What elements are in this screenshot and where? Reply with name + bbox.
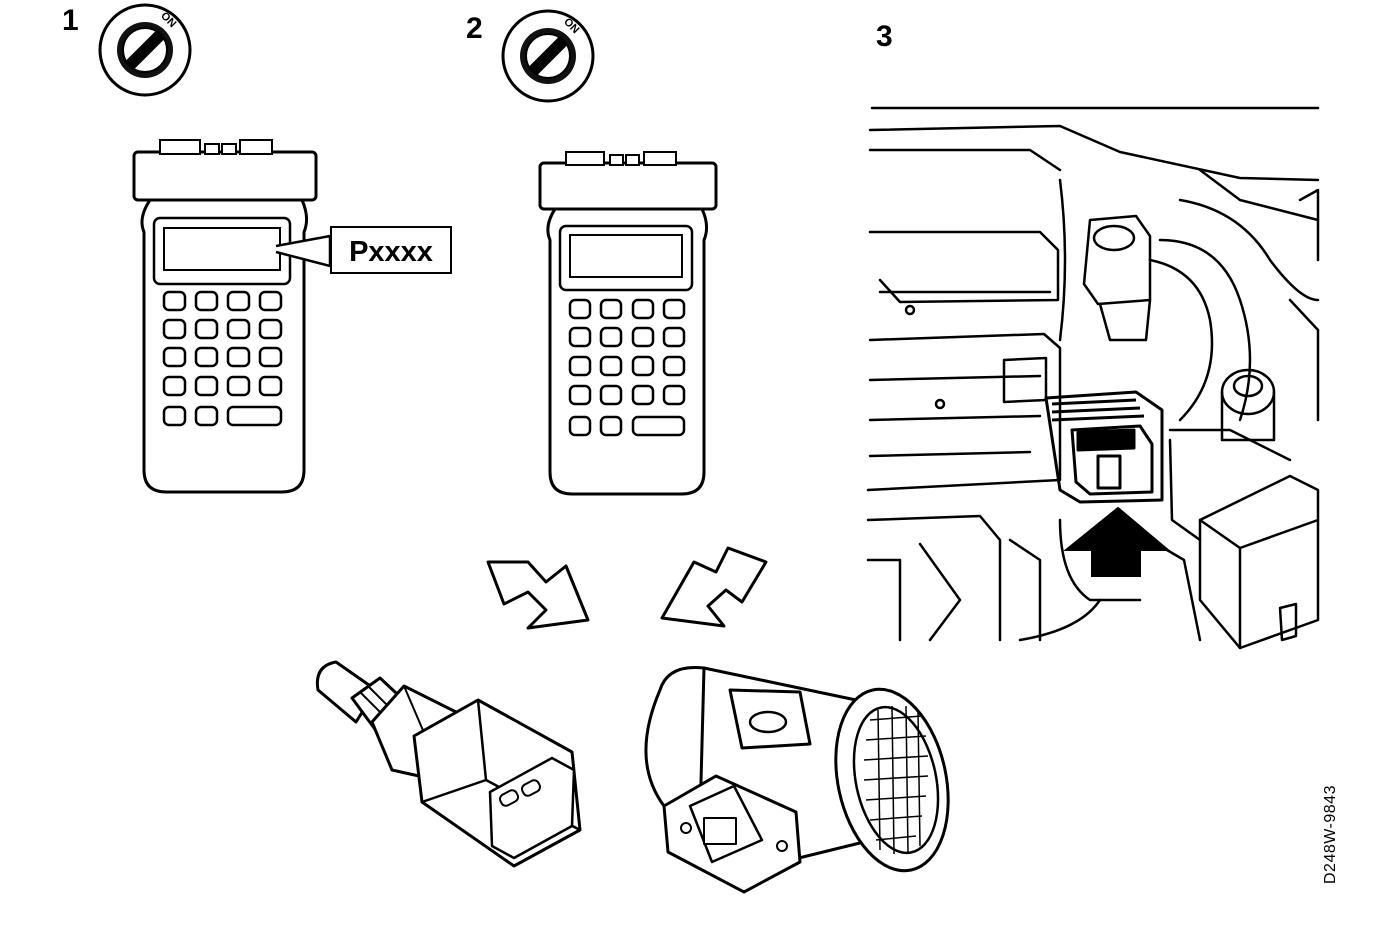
diagnostic-tester-icon-1 xyxy=(132,139,332,494)
ignition-key-icon-1 xyxy=(98,3,192,97)
location-arrow-icon xyxy=(1063,506,1171,577)
step-number-1: 1 xyxy=(62,4,79,37)
tester-display-code: Pxxxx xyxy=(330,226,452,274)
step-number-2: 2 xyxy=(466,12,483,45)
flow-arrow-icon-right xyxy=(660,546,768,628)
diagnostic-tester-icon-2 xyxy=(538,151,718,496)
figure-id: D248W-9843 xyxy=(1322,785,1339,884)
ignition-key-icon-2 xyxy=(501,9,595,103)
step-number-3: 3 xyxy=(876,20,893,53)
mass-air-flow-sensor-icon xyxy=(644,665,950,894)
coolant-temperature-sensor-icon xyxy=(315,660,582,868)
flow-arrow-icon-left xyxy=(486,560,590,630)
engine-bay-icon xyxy=(866,100,1320,650)
